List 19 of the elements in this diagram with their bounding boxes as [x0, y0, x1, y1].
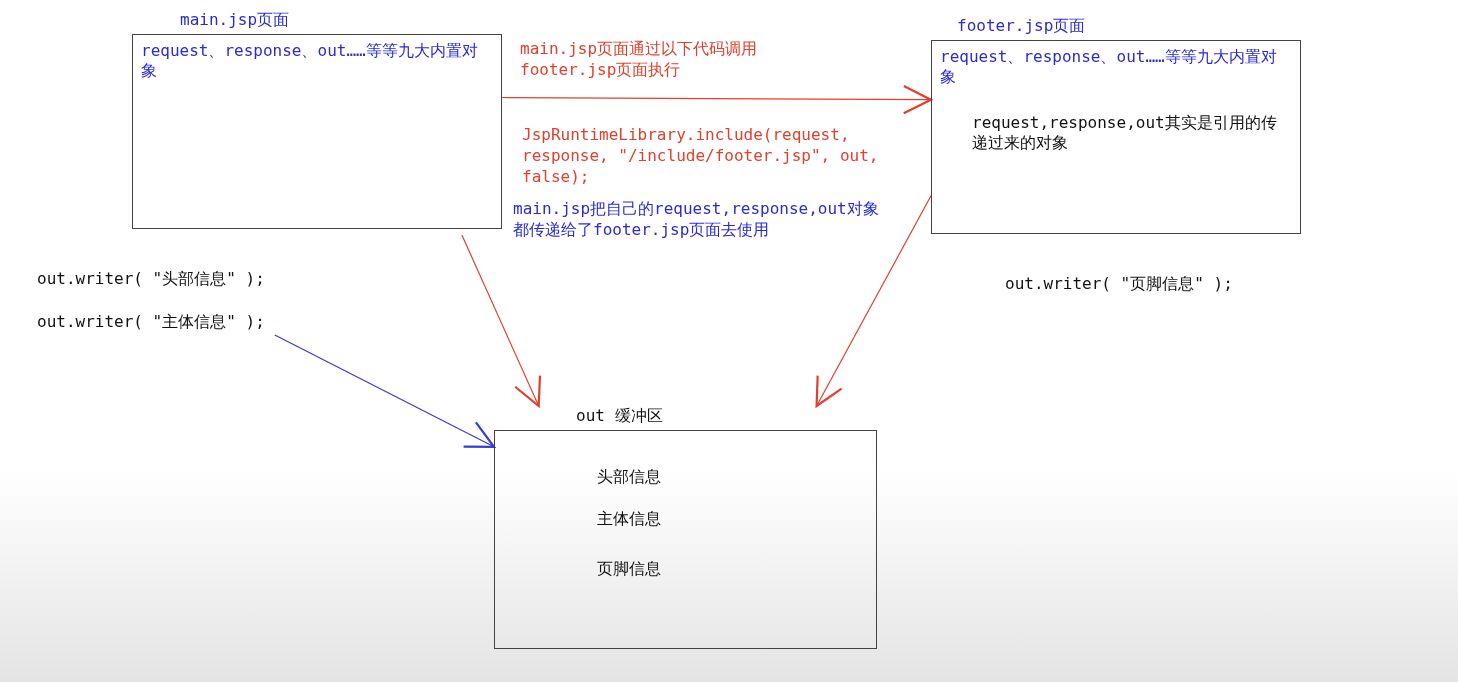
page-title: main.jsp页面 — [180, 10, 290, 31]
annotation-text: main.jsp把自己的request,response,out对象都传递给了footer.jsp页面去使用 — [513, 198, 880, 240]
buffer-entry: 头部信息 — [597, 467, 661, 487]
buffer-title: out 缓冲区 — [576, 406, 663, 427]
page-title: footer.jsp页面 — [957, 16, 1086, 37]
arrow — [501, 84, 933, 115]
object-note: request、response、out……等等九大内置对象 — [940, 47, 1278, 87]
arrow — [461, 234, 542, 408]
object-note: request,response,out其实是引用的传递过来的对象 — [972, 113, 1278, 153]
arrow — [815, 195, 932, 408]
code-line: out.writer( "头部信息" ); — [37, 268, 266, 289]
buffer-entry: 页脚信息 — [597, 559, 661, 579]
buffer-entry: 主体信息 — [597, 509, 661, 529]
arrow — [274, 334, 496, 448]
code-line: out.writer( "页脚信息" ); — [1005, 273, 1234, 294]
edge-label: main.jsp页面通过以下代码调用footer.jsp页面执行 — [520, 38, 759, 80]
code-line: out.writer( "主体信息" ); — [37, 311, 265, 333]
object-note: request、response、out……等等九大内置对象 — [141, 41, 479, 81]
annotation-text: JspRuntimeLibrary.include(request, response, "/include/footer.jsp", out, false); — [522, 124, 880, 187]
